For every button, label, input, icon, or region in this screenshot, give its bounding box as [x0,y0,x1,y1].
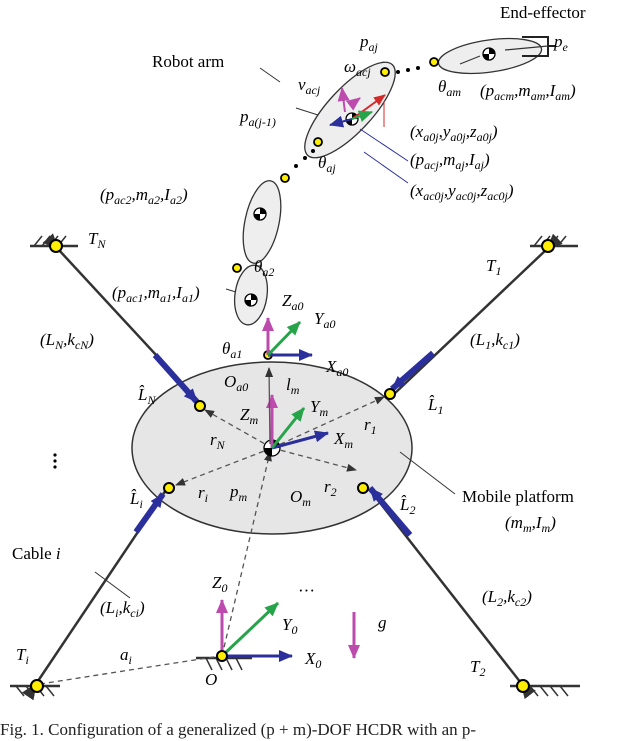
figure-caption: Fig. 1. Configuration of a generalized (… [0,720,477,739]
svg-text:X0: X0 [304,649,321,671]
center-of-mass-icon [244,293,258,307]
cable-i-label: Cable i [12,544,61,563]
svg-text:(xac0j,yac0j,zac0j): (xac0j,yac0j,zac0j) [410,181,514,203]
platform-frame [265,367,329,450]
gripper-link [504,45,549,51]
world-frame [216,599,293,662]
svg-text:L̂i: L̂i [129,489,143,511]
svg-text:θaj: θaj [318,153,336,175]
arm-base-frame [262,317,313,361]
base-anchor-points [30,239,555,693]
svg-text:Z0: Z0 [212,573,227,595]
svg-text:θa1: θa1 [222,339,242,361]
svg-text:Y0: Y0 [282,615,297,637]
svg-text:ωacj: ωacj [344,57,371,79]
svg-text:θa2: θa2 [254,257,274,279]
attachment-points [163,388,396,494]
center-of-mass-icon [253,207,267,221]
svg-text:Ya0: Ya0 [314,309,335,331]
svg-text:pe: pe [553,32,569,54]
mobile-platform-label: Mobile platform [462,487,574,506]
svg-text:(Li,kci): (Li,kci) [100,598,145,620]
svg-text:g: g [378,613,387,632]
svg-text:L̂N: L̂N [137,385,156,407]
svg-text:TN: TN [88,229,106,251]
svg-text:(pac2,ma2,Ia2): (pac2,ma2,Ia2) [100,185,188,207]
ellipsis-label: ··· [298,581,315,600]
svg-text:Xa0: Xa0 [325,357,348,379]
end-effector-label: End-effector [500,3,586,22]
svg-text:Za0: Za0 [282,291,303,313]
svg-text:O: O [205,670,217,689]
svg-text:ri: ri [198,483,208,505]
robot-arm-label: Robot arm [152,52,224,71]
svg-text:(L1,kc1): (L1,kc1) [470,330,520,352]
svg-text:(LN,kcN): (LN,kcN) [40,330,94,352]
svg-text:(pacj,maj,Iaj): (pacj,maj,Iaj) [410,150,490,172]
svg-text:Ti: Ti [16,645,29,667]
svg-text:(pac1,ma1,Ia1): (pac1,ma1,Ia1) [112,283,200,305]
cable-force-arrows [133,350,435,537]
svg-text:(pacm,mam,Iam): (pacm,mam,Iam) [480,81,576,103]
svg-text:vacj: vacj [298,75,321,97]
world-origin-dot [216,650,228,662]
label-leaders [94,55,481,599]
svg-text:(xa0j,ya0j,za0j): (xa0j,ya0j,za0j) [410,122,498,144]
svg-text:ai: ai [120,645,132,667]
svg-text:T1: T1 [486,256,501,278]
svg-text:L̂1: L̂1 [427,395,443,417]
svg-text:paj: paj [359,32,379,54]
svg-text:L̂2: L̂2 [399,495,415,517]
arm-continuation-dots [53,66,420,469]
svg-text:pa(j-1): pa(j-1) [239,107,276,129]
svg-text:(mm,Im): (mm,Im) [505,513,556,535]
svg-text:(L2,kc2): (L2,kc2) [482,587,532,609]
svg-text:θam: θam [438,77,461,99]
center-of-mass-icon [482,47,496,61]
arm-frame-arrows [329,87,409,184]
robot-arm-links [233,37,543,326]
svg-text:T2: T2 [470,657,485,679]
position-vectors [39,396,385,685]
